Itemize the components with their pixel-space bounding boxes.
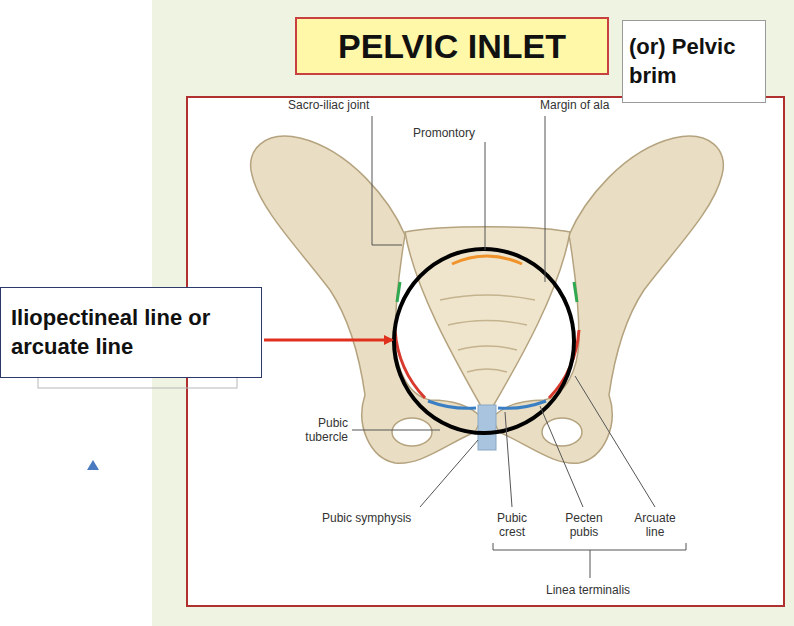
part-label: Linea terminalis [546, 583, 630, 597]
part-label: Pubic tubercle [292, 416, 348, 444]
part-label: Pubic crest [490, 511, 534, 539]
callout-box: Iliopectineal line or arcuate line [0, 287, 262, 378]
note-box: (or) Pelvic brim [622, 20, 766, 103]
part-label: Pecten pubis [558, 511, 610, 539]
title-box: PELVIC INLET [295, 17, 609, 75]
part-label: Margin of ala [540, 98, 609, 112]
title-text: PELVIC INLET [338, 27, 566, 66]
part-label: Promontory [413, 126, 475, 140]
part-label: Arcuate line [627, 511, 683, 539]
box-text: Iliopectineal line or arcuate line [11, 304, 251, 361]
box-text: (or) Pelvic brim [629, 33, 759, 90]
part-label: Sacro-iliac joint [288, 98, 369, 112]
part-label: Pubic symphysis [322, 511, 411, 525]
